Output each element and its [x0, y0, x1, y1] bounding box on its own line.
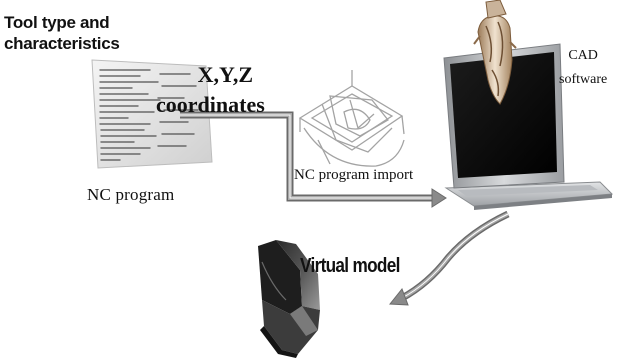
virtual-model-label: Virtual model	[300, 255, 400, 277]
nc-program-label: NC program	[87, 185, 175, 204]
cad-line1: CAD	[568, 48, 598, 63]
coordinates-label: X,Y,Z coordinates	[156, 60, 265, 120]
nc-program-listing-icon	[91, 59, 213, 169]
tool-type-label: Tool type and characteristics	[4, 12, 120, 54]
virtual-part-model-icon	[258, 240, 320, 358]
tool-type-line2: characteristics	[4, 34, 120, 53]
toolpath-wireframe-icon	[298, 70, 405, 167]
coordinates-line2: coordinates	[156, 92, 265, 117]
cad-software-label: CAD software	[559, 44, 607, 92]
coordinates-line1: X,Y,Z	[197, 62, 254, 87]
cad-to-virtual-model-arrow	[389, 210, 510, 306]
laptop-computer-icon	[443, 43, 614, 210]
cutting-tool-icon	[473, 0, 517, 105]
tool-type-line1: Tool type and	[4, 13, 110, 32]
coordinates-to-cad-arrow	[180, 111, 447, 208]
cad-line2: software	[559, 72, 608, 87]
nc-program-import-label: NC program import	[294, 167, 414, 183]
